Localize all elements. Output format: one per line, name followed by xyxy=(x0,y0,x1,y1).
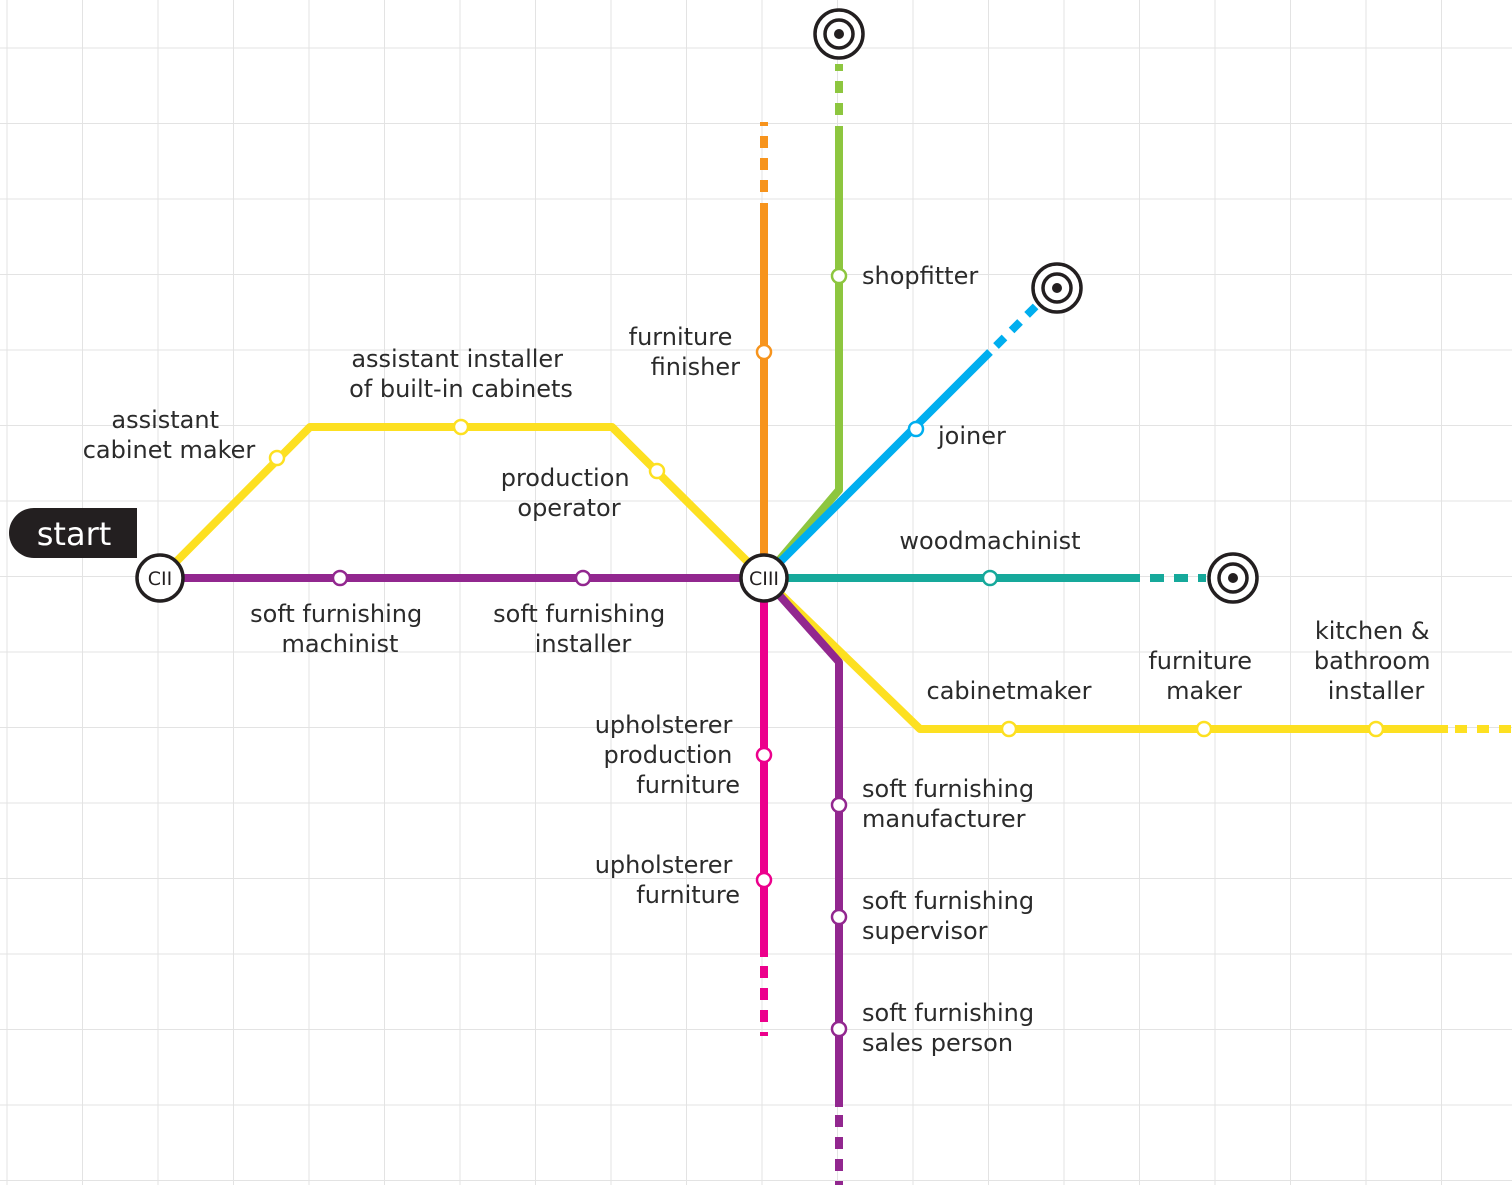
station-upholsterer-furniture[interactable] xyxy=(755,871,773,889)
start-badge-shape xyxy=(9,508,137,558)
station-woodmachinist[interactable] xyxy=(981,569,999,587)
station-soft-furnishing-machinist[interactable] xyxy=(331,569,349,587)
label-furniture-maker: furniture maker xyxy=(1148,647,1259,705)
label-joiner: joiner xyxy=(937,422,1006,450)
label-soft-furnishing-supervisor: soft furnishing supervisor xyxy=(862,887,1042,945)
label-production-operator: production operator xyxy=(501,464,638,522)
target-icon xyxy=(813,8,865,60)
station-shopfitter[interactable] xyxy=(830,267,848,285)
label-woodmachinist: woodmachinist xyxy=(899,527,1080,555)
yellow-line-lower xyxy=(761,575,1448,733)
label-soft-furnishing-machinist: soft furnishing machinist xyxy=(250,600,430,658)
station-soft-furnishing-sales-person[interactable] xyxy=(830,1020,848,1038)
station-assistant-installer[interactable] xyxy=(452,418,470,436)
station-joiner[interactable] xyxy=(907,420,925,438)
station-soft-furnishing-manufacturer[interactable] xyxy=(830,796,848,814)
start-badge: start xyxy=(9,508,137,558)
label-furniture-finisher: furniture finisher xyxy=(629,323,740,381)
station-labels: assistant cabinet maker assistant instal… xyxy=(83,262,1438,1057)
label-assistant-installer: assistant installer of built-in cabinets xyxy=(349,345,573,403)
hub-ciii-label: CIII xyxy=(749,568,779,590)
hubs: CII CIII xyxy=(135,553,789,603)
target-icons xyxy=(813,8,1259,604)
label-upholsterer-production-furniture: upholsterer production furniture xyxy=(595,711,740,799)
station-soft-furnishing-installer[interactable] xyxy=(574,569,592,587)
station-production-operator[interactable] xyxy=(648,462,666,480)
station-soft-furnishing-supervisor[interactable] xyxy=(830,908,848,926)
hub-ciii[interactable]: CIII xyxy=(739,553,789,603)
label-soft-furnishing-sales-person: soft furnishing sales person xyxy=(862,999,1042,1057)
purple-line-vertical xyxy=(761,575,843,1107)
label-soft-furnishing-installer: soft furnishing installer xyxy=(493,600,673,658)
station-cabinetmaker[interactable] xyxy=(1000,720,1018,738)
label-upholsterer-furniture: upholsterer furniture xyxy=(595,851,740,909)
station-furniture-finisher[interactable] xyxy=(755,343,773,361)
stations xyxy=(268,267,1385,1038)
station-kitchen-bathroom-installer[interactable] xyxy=(1367,720,1385,738)
target-icon xyxy=(1207,552,1259,604)
label-assistant-cabinet-maker: assistant cabinet maker xyxy=(83,406,256,464)
station-assistant-cabinet-maker[interactable] xyxy=(268,449,286,467)
start-label: start xyxy=(37,515,112,553)
blue-line xyxy=(761,349,993,581)
label-kitchen-bathroom-installer: kitchen & bathroom installer xyxy=(1314,617,1438,705)
hub-cii-label: CII xyxy=(148,568,172,590)
target-icon xyxy=(1031,262,1083,314)
label-soft-furnishing-manufacturer: soft furnishing manufacturer xyxy=(862,775,1042,833)
blue-line-continuation xyxy=(993,301,1041,349)
label-shopfitter: shopfitter xyxy=(862,262,978,290)
station-furniture-maker[interactable] xyxy=(1195,720,1213,738)
label-cabinetmaker: cabinetmaker xyxy=(927,677,1092,705)
hub-cii[interactable]: CII xyxy=(135,553,185,603)
station-upholsterer-production-furniture[interactable] xyxy=(755,746,773,764)
